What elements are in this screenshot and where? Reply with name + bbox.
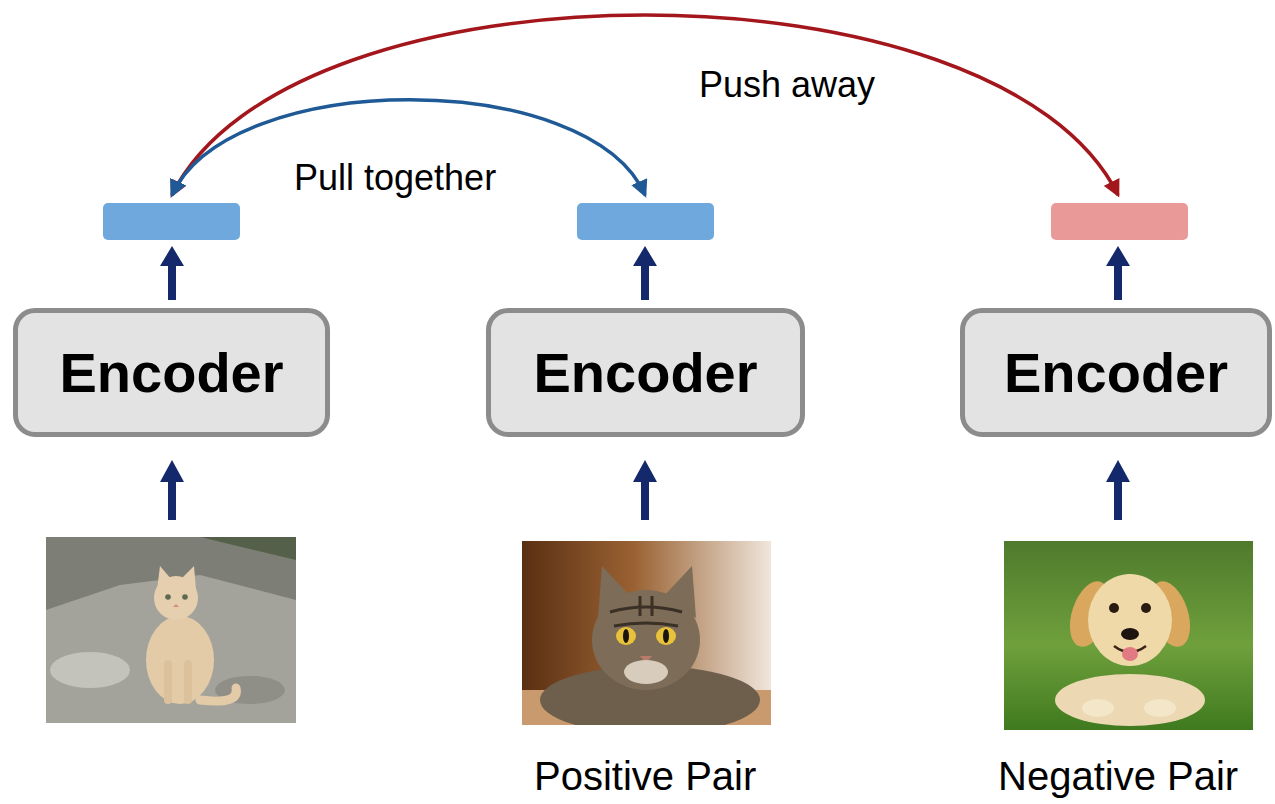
cat-pupil [663, 629, 669, 643]
cat-photo [46, 537, 296, 723]
cat-eye [165, 594, 171, 600]
cat-photo [522, 541, 771, 725]
cat-eye [616, 627, 636, 645]
cat-body [146, 616, 214, 704]
arrow-head [160, 246, 184, 266]
push-label: Push away [695, 64, 879, 105]
cat-leg [164, 660, 172, 704]
arrow-head [633, 246, 657, 266]
dog-paw [1082, 699, 1114, 717]
grass [1004, 541, 1253, 730]
cat-leg [184, 660, 192, 704]
encoder-box: Encoder [960, 308, 1272, 437]
arrow-shaft [1114, 262, 1122, 300]
arrow-shaft [168, 478, 176, 520]
arrow-shaft [168, 262, 176, 300]
embedding-bar [1051, 203, 1188, 240]
dog-paw [1144, 699, 1176, 717]
cat-muzzle [624, 660, 668, 684]
encoder-label: Encoder [533, 342, 757, 404]
dog-eye [1141, 603, 1151, 613]
arrow-shaft [1114, 478, 1122, 520]
arrow-head [160, 460, 184, 482]
dog-photo [1004, 541, 1253, 730]
encoder-box: Encoder [486, 308, 805, 437]
arrow-head [1106, 460, 1130, 482]
cat-nose [173, 604, 179, 607]
embedding-bar [577, 203, 714, 240]
pull-label: Pull together [290, 157, 500, 198]
arrow-head [1106, 246, 1130, 266]
dog-eye [1109, 603, 1119, 613]
cat-pupil [623, 629, 629, 643]
cat-ears [157, 566, 196, 590]
cat-tail [200, 688, 236, 701]
dog-tongue [1122, 647, 1138, 661]
dog-nose [1121, 628, 1139, 640]
encoder-box: Encoder [13, 308, 330, 437]
pair-caption: Positive Pair [534, 753, 756, 799]
cat-stripes [610, 596, 682, 626]
encoder-label: Encoder [1004, 342, 1228, 404]
pair-caption: Negative Pair [998, 753, 1238, 799]
arrow-head [633, 460, 657, 482]
embedding-bar [103, 203, 240, 240]
dog-head [1088, 574, 1172, 666]
dog-body [1055, 674, 1205, 726]
concrete [46, 537, 296, 723]
encoder-label: Encoder [59, 342, 283, 404]
arrow-shaft [641, 478, 649, 520]
stain [50, 652, 130, 688]
cat-eye [182, 594, 188, 600]
arrow-shaft [641, 262, 649, 300]
cat-eye [656, 627, 676, 645]
plants [200, 537, 296, 560]
